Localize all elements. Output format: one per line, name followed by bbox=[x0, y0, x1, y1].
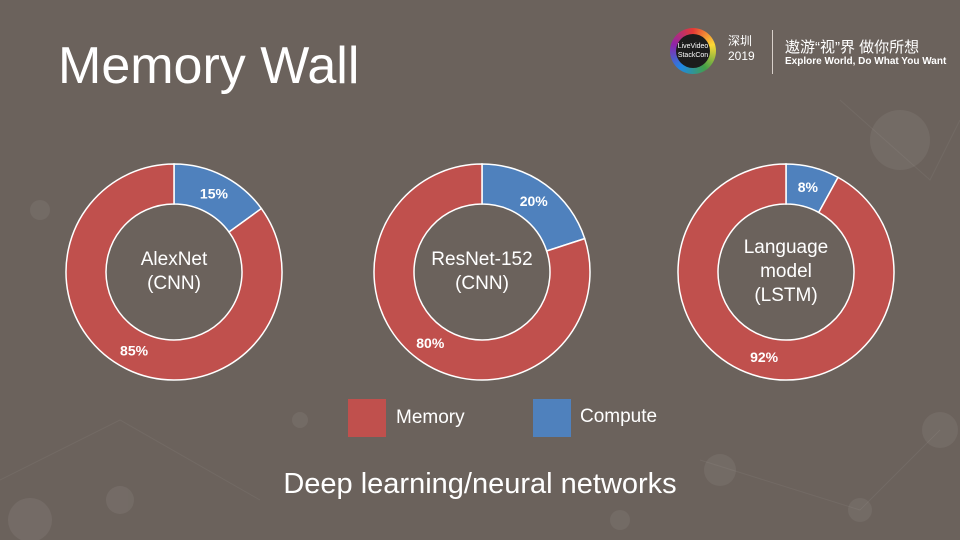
donut-svg: 15% 85% bbox=[65, 163, 283, 381]
page-title: Memory Wall bbox=[58, 37, 360, 95]
logo-city-year: 深圳 2019 bbox=[728, 34, 755, 64]
donut-slice-memory bbox=[373, 163, 591, 381]
chart-center-label: AlexNet (CNN) bbox=[140, 249, 208, 294]
donut-chart-lstm: 8% 92% Language model (LSTM) bbox=[676, 162, 896, 382]
donut-svg: 8% 92% bbox=[677, 163, 895, 381]
data-label-compute: 15% bbox=[200, 186, 229, 202]
chart-center-label: ResNet-152 (CNN) bbox=[431, 249, 533, 294]
donut-svg: 20% 80% bbox=[373, 163, 591, 381]
slide-caption: Deep learning/neural networks bbox=[283, 468, 677, 500]
data-label-memory: 92% bbox=[750, 349, 779, 365]
donut-chart-alexnet: 15% 85% AlexNet (CNN) bbox=[64, 162, 284, 382]
data-label-compute: 20% bbox=[520, 193, 549, 209]
legend-label-memory: Memory bbox=[396, 407, 465, 428]
chart-center-label: Language model (LSTM) bbox=[743, 237, 829, 306]
legend-swatch-compute bbox=[533, 399, 571, 437]
legend-swatch-memory bbox=[348, 399, 386, 437]
logo-badge-text: LiveVideo StackCon bbox=[676, 34, 710, 68]
slogan-english: Explore World, Do What You Want bbox=[785, 56, 947, 67]
logo-city: 深圳 bbox=[728, 34, 753, 48]
conference-logo: LiveVideo StackCon 深圳 2019 遨游“视”界 做你所想 E… bbox=[670, 26, 950, 78]
legend-label-compute: Compute bbox=[580, 406, 658, 427]
data-label-memory: 80% bbox=[416, 335, 445, 351]
data-label-memory: 85% bbox=[120, 342, 149, 358]
logo-badge-icon: LiveVideo StackCon bbox=[670, 28, 716, 74]
donut-chart-resnet: 20% 80% ResNet-152 (CNN) bbox=[372, 162, 592, 382]
donut-slice-memory bbox=[65, 163, 283, 381]
donut-slice-memory bbox=[677, 163, 895, 381]
slogan-chinese: 遨游“视”界 做你所想 bbox=[785, 39, 920, 56]
logo-year: 2019 bbox=[728, 49, 755, 63]
logo-divider bbox=[772, 30, 773, 74]
data-label-compute: 8% bbox=[798, 179, 819, 195]
